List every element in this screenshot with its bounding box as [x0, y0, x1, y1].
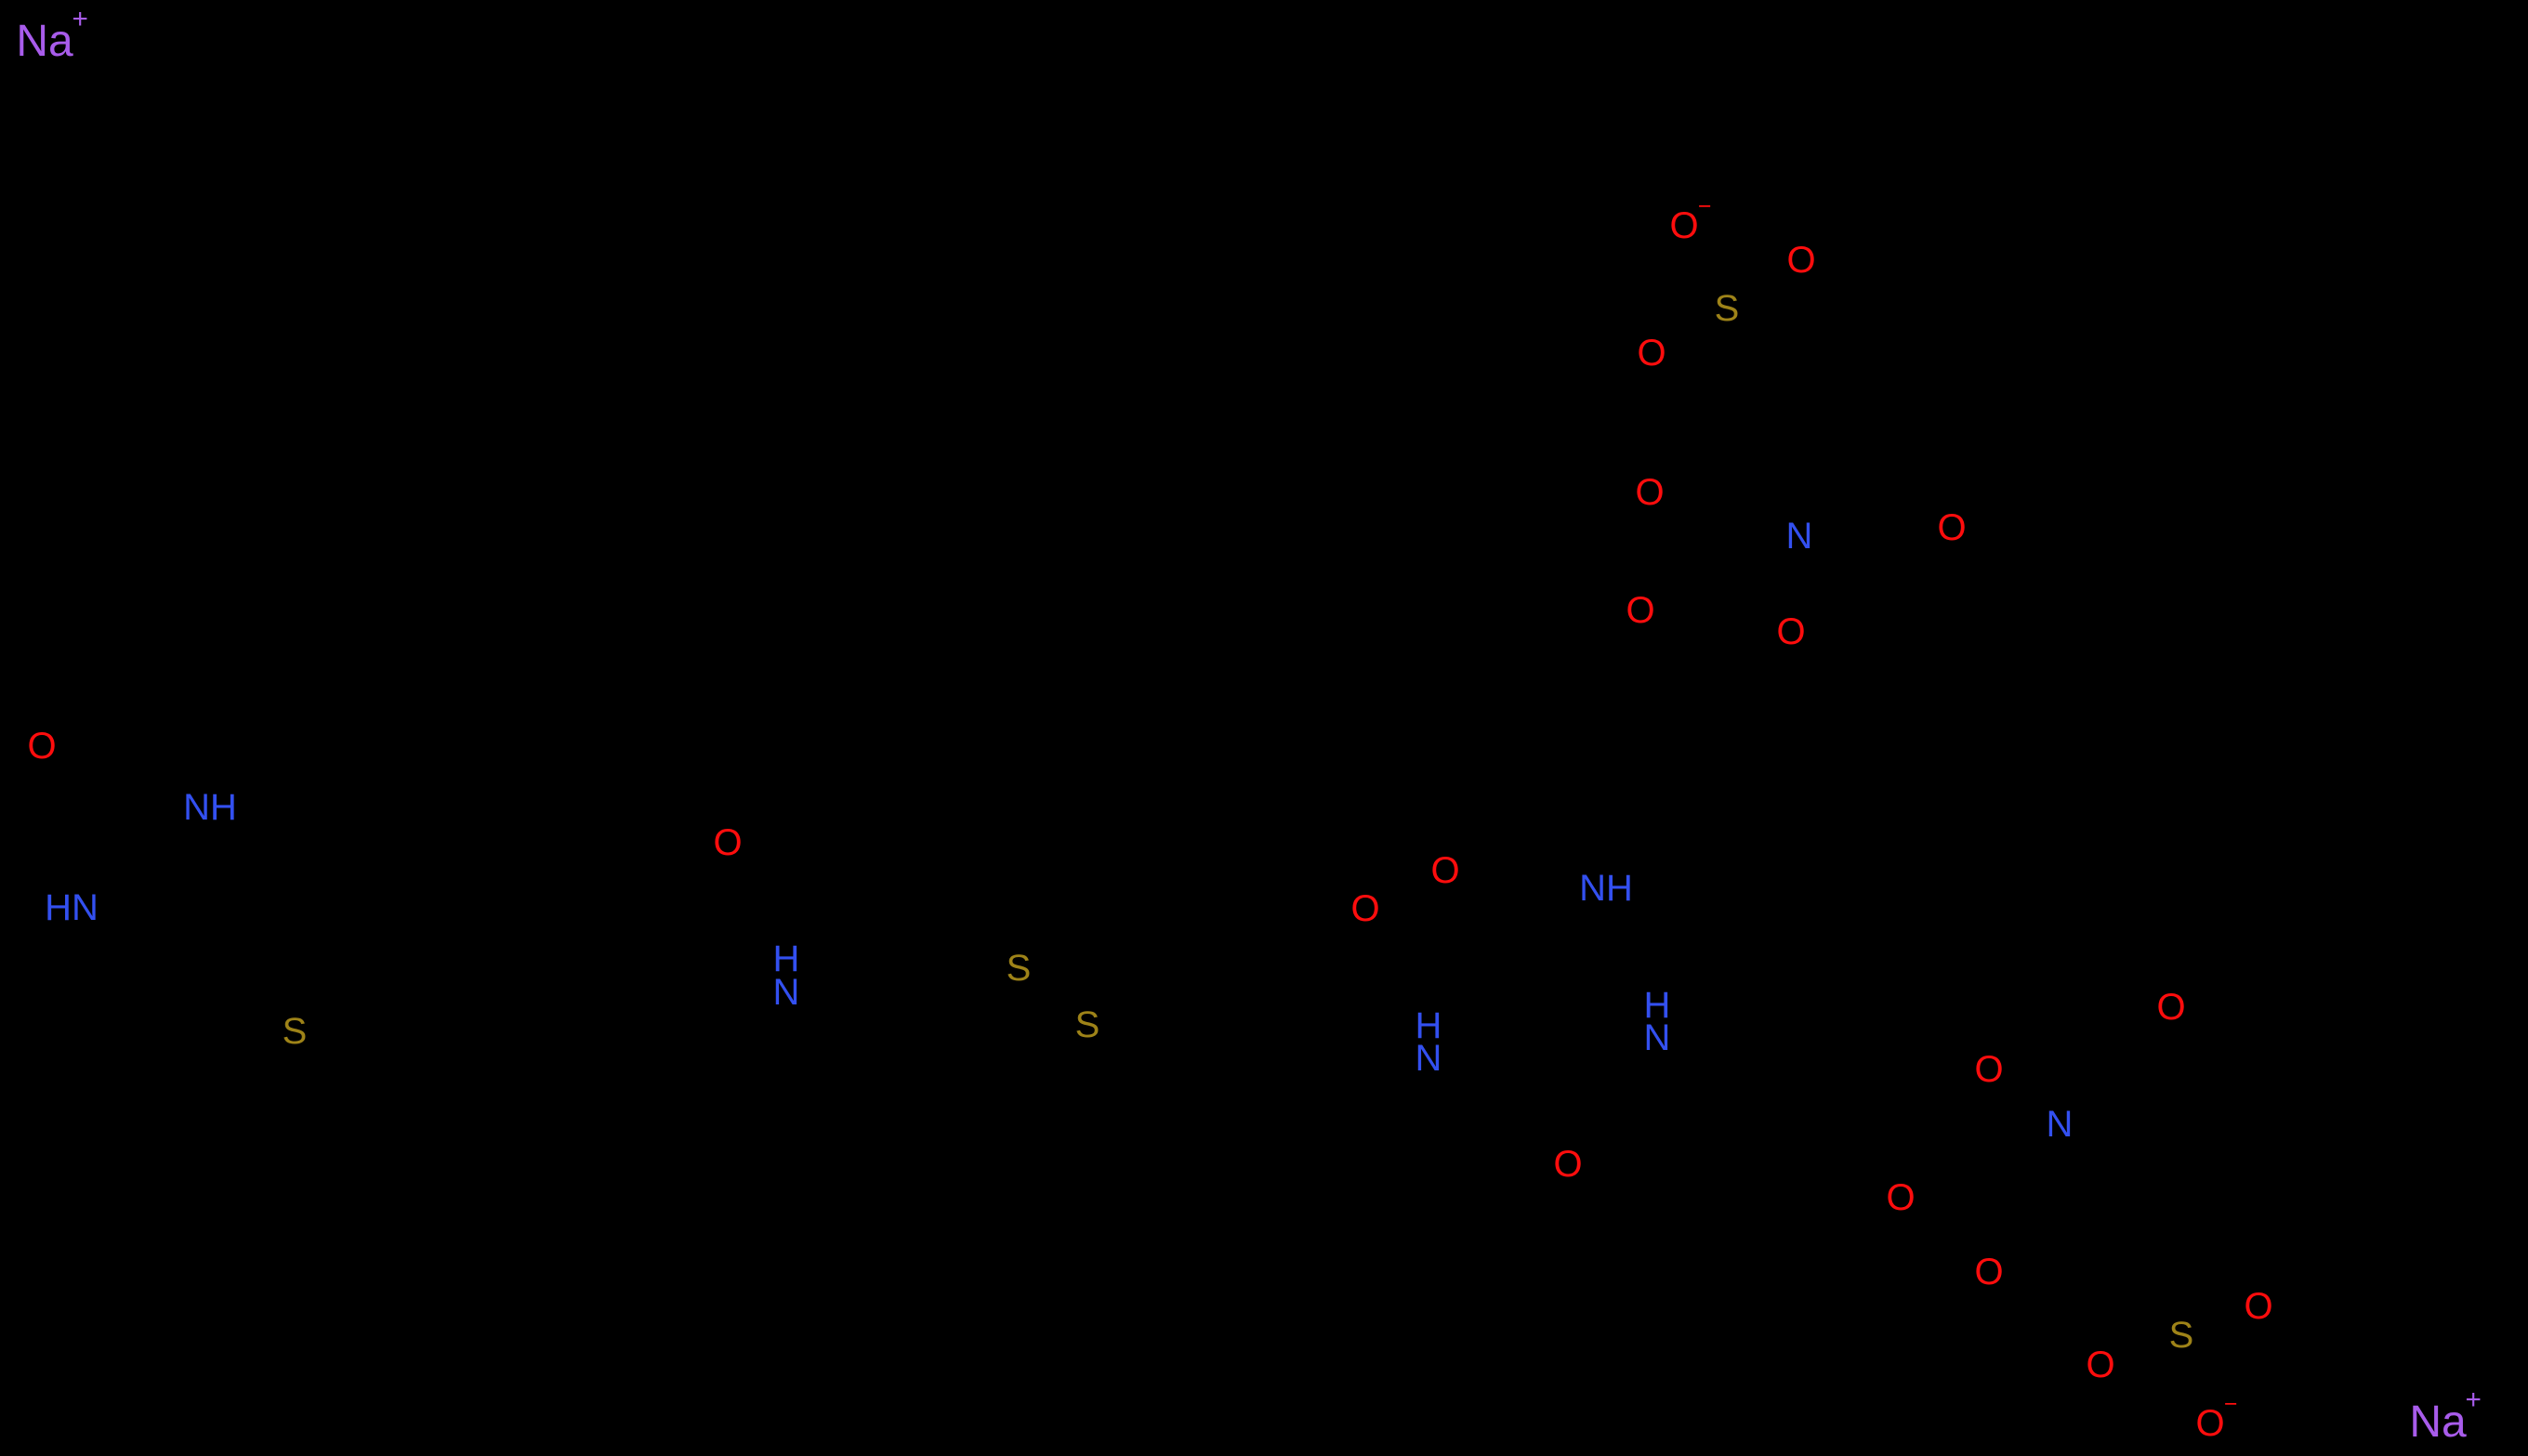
- atom-O-charge: O−: [1669, 193, 1712, 246]
- atom-O: O: [1635, 472, 1665, 513]
- atom-S: S: [282, 1011, 308, 1052]
- atom-O: O: [1937, 507, 1967, 548]
- atom-N: N: [1785, 516, 1813, 557]
- atom-HN: HN: [45, 887, 99, 928]
- atom-S: S: [1074, 1004, 1100, 1045]
- atom-O: O: [2086, 1345, 2115, 1385]
- atom-O: O: [1776, 611, 1806, 652]
- atom-S: S: [1006, 948, 1032, 989]
- atom-S: S: [1714, 288, 1740, 329]
- atom-N: N: [1643, 1017, 1671, 1058]
- atom-O: O: [713, 822, 743, 863]
- atom-O: O: [1786, 240, 1816, 281]
- atom-O-charge: O−: [2195, 1391, 2238, 1444]
- atom-O: O: [27, 726, 57, 767]
- atom-H: H: [772, 938, 800, 979]
- atom-O: O: [2156, 987, 2186, 1028]
- atom-H: H: [1643, 985, 1671, 1026]
- counterion-Na-charge: Na+: [16, 4, 88, 66]
- charge-sign: −: [1697, 193, 1712, 219]
- atom-O: O: [1886, 1177, 1916, 1218]
- charge-sign: +: [2465, 1384, 2482, 1416]
- atom-O: O: [1430, 850, 1460, 891]
- atom-O: O: [1626, 590, 1655, 631]
- atom-O: O: [1350, 888, 1380, 929]
- atom-H: H: [1415, 1005, 1442, 1046]
- atom-N: N: [772, 972, 800, 1013]
- charge-sign: −: [2223, 1391, 2238, 1417]
- charge-sign: +: [72, 4, 88, 35]
- atom-O: O: [1974, 1049, 2004, 1090]
- counterion-Na-charge: Na+: [2409, 1384, 2482, 1447]
- atom-O: O: [2244, 1286, 2273, 1327]
- atom-O: O: [1974, 1252, 2004, 1292]
- atom-NH: NH: [183, 787, 237, 828]
- atom-O: O: [1553, 1144, 1583, 1185]
- atom-N: N: [1415, 1038, 1442, 1079]
- atom-N: N: [2046, 1104, 2074, 1145]
- atom-S: S: [2168, 1315, 2194, 1356]
- atom-NH: NH: [1579, 868, 1633, 909]
- atom-O: O: [1637, 333, 1666, 374]
